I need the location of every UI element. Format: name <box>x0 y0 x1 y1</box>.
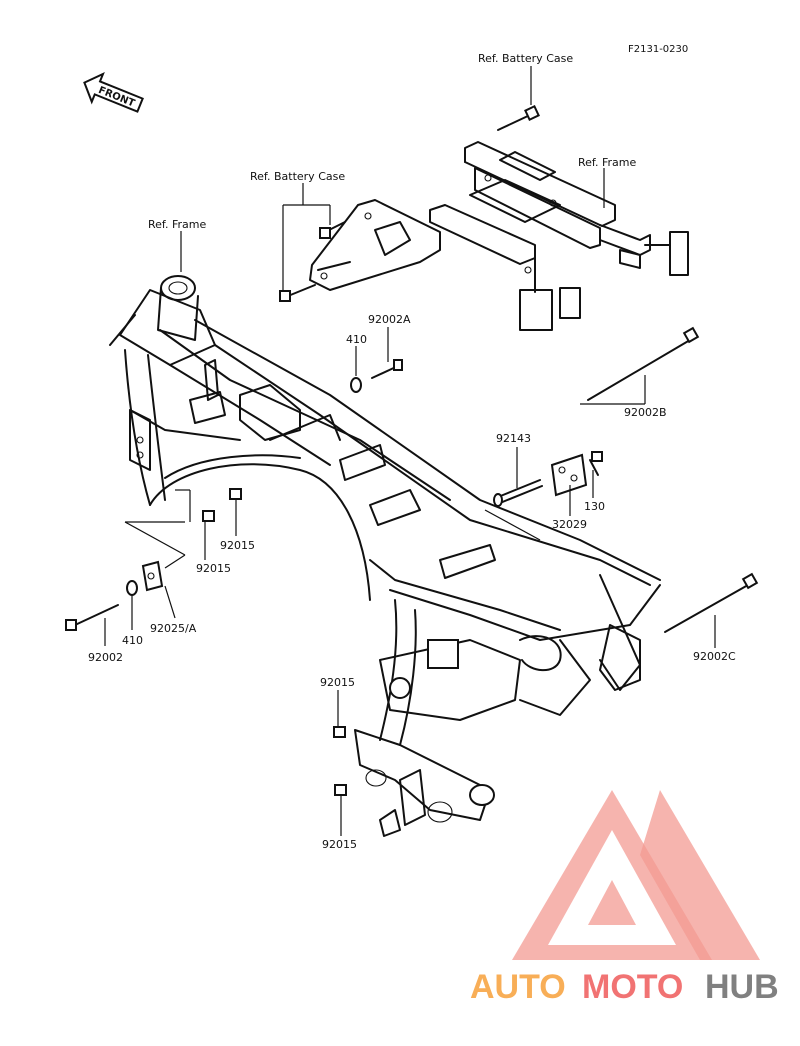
leader-lines <box>104 66 716 836</box>
bolt-92002B <box>587 326 700 401</box>
label-92025A: 92025/A <box>150 622 197 635</box>
label-ref-battery-case-left: Ref. Battery Case <box>250 170 345 183</box>
label-92002B: 92002B <box>624 406 667 419</box>
logo-text-moto: MOTO <box>582 968 683 1006</box>
bolt-92002A <box>371 359 403 379</box>
logo-text-hub: HUB <box>705 968 779 1006</box>
bolt-130 <box>589 451 603 476</box>
bracket-32029 <box>550 453 588 497</box>
label-ref-frame-left: Ref. Frame <box>148 218 206 231</box>
label-410-upper: 410 <box>346 333 367 346</box>
label-130: 130 <box>584 500 605 513</box>
bolt-92002C <box>664 572 759 633</box>
label-92143: 92143 <box>496 432 531 445</box>
bolt-92002 <box>65 604 119 631</box>
label-92002C: 92002C <box>693 650 736 663</box>
nut-92015-d <box>334 784 347 796</box>
front-arrow-icon: FRONT <box>83 71 144 113</box>
nut-92015-a <box>202 510 215 522</box>
battery-case-bracket-upper <box>429 141 689 331</box>
bolt-battery-case-top <box>497 105 540 131</box>
bolt-battery-case-left-2 <box>279 284 316 302</box>
nut-92015-c <box>333 726 346 738</box>
label-92015-d: 92015 <box>322 838 357 851</box>
label-ref-battery-case-top: Ref. Battery Case <box>478 52 573 65</box>
bolt-battery-case-left-1 <box>319 221 346 239</box>
battery-case-bracket-left <box>309 199 441 291</box>
label-92015-c: 92015 <box>320 676 355 689</box>
logo-text-auto: AUTO <box>470 968 566 1006</box>
label-ref-frame-top: Ref. Frame <box>578 156 636 169</box>
motorcycle-frame <box>109 275 661 837</box>
plate-92025A <box>141 560 164 592</box>
label-92002A: 92002A <box>368 313 411 326</box>
washer-410-upper <box>350 377 362 393</box>
label-92002: 92002 <box>88 651 123 664</box>
label-410-lower: 410 <box>122 634 143 647</box>
washer-410-lower <box>126 580 138 596</box>
collar-92143 <box>493 479 543 507</box>
label-92015-b: 92015 <box>220 539 255 552</box>
label-92015-a: 92015 <box>196 562 231 575</box>
label-32029: 32029 <box>552 518 587 531</box>
diagram-code: F2131-0230 <box>628 44 688 55</box>
nut-92015-b <box>229 488 242 500</box>
automotohub-logo: AUTO MOTO HUB <box>470 790 779 1006</box>
